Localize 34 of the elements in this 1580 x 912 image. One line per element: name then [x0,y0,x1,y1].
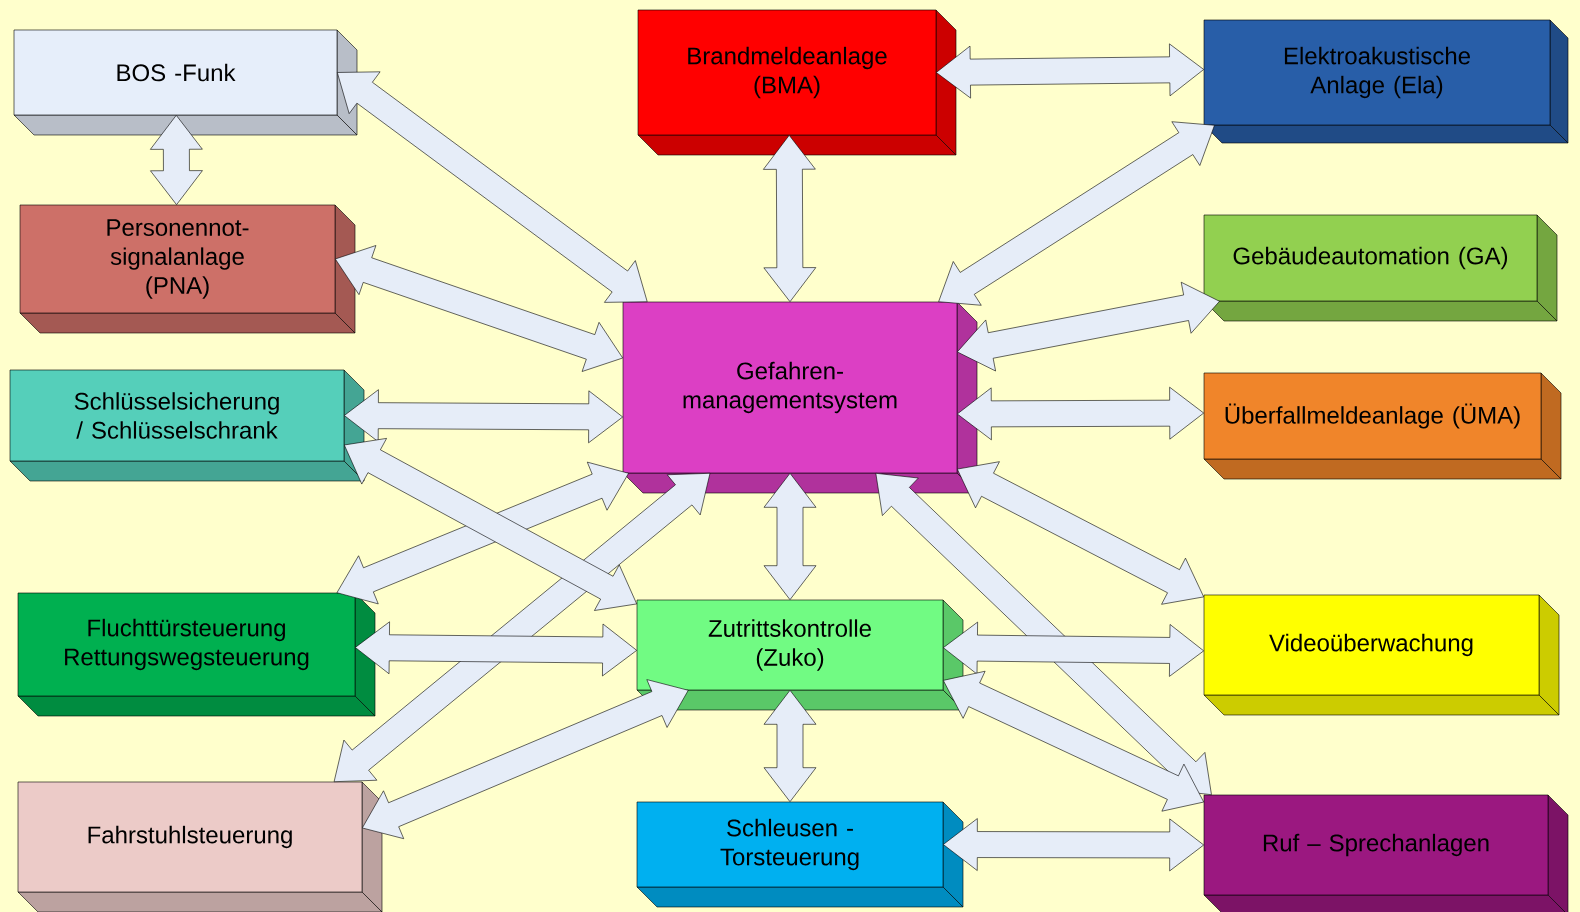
double-arrow [936,43,1204,99]
system-box: Elektroakustische Anlage (Ela) [1203,19,1569,144]
double-arrow [943,621,1204,677]
double-arrow [335,245,623,372]
system-box: BOS -Funk [13,29,358,136]
double-arrow [150,115,203,205]
double-arrow [763,473,817,600]
double-arrow [938,121,1215,306]
double-arrow [362,679,689,839]
double-arrow [763,690,817,802]
double-arrow [957,281,1220,372]
double-arrow [344,438,637,611]
system-box: Videoüberwachung [1203,594,1560,716]
double-arrow [875,473,1212,795]
double-arrow [355,621,637,677]
double-arrow [957,386,1204,441]
double-arrow [336,461,629,605]
double-arrow [763,135,817,302]
system-box: Schlüsselsicherung / Schlüsselschrank [9,369,365,482]
system-box: Überfallmeldeanlage (ÜMA) [1203,372,1562,480]
system-box: Fluchttürsteuerung Rettungswegsteuerung [17,592,376,717]
double-arrow [957,461,1204,605]
double-arrow [943,670,1204,812]
double-arrow [943,818,1204,872]
system-box: Gebäudeautomation (GA) [1203,214,1558,322]
system-box: Zutrittskontrolle (Zuko) [636,599,964,711]
double-arrow [344,389,623,444]
system-box: Ruf – Sprechanlagen [1203,794,1569,912]
system-box: Gefahren- managementsystem [622,301,978,494]
system-box: Personennot- signalanlage (PNA) [19,204,356,334]
system-box: Schleusen - Torsteuerung [636,801,964,908]
double-arrow [337,71,648,303]
system-box: Brandmeldeanlage (BMA) [637,9,957,156]
system-box: Fahrstuhlsteuerung [17,781,383,912]
